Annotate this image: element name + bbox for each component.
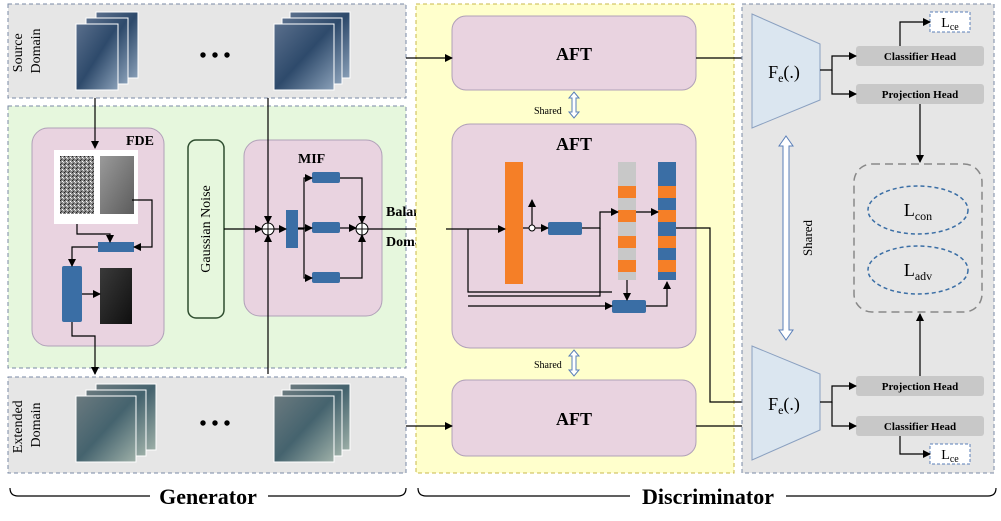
aft-mid-arrows bbox=[446, 199, 751, 406]
fde-arrows bbox=[68, 98, 153, 375]
aft-striped-column-gray bbox=[618, 162, 636, 280]
discriminator-label: Discriminator bbox=[642, 484, 774, 509]
classifier-head-top-label: Classifier Head bbox=[884, 51, 956, 63]
fde-small-block bbox=[98, 242, 134, 252]
source-image-stack-2 bbox=[273, 11, 351, 91]
source-domain-label: Source Domain bbox=[11, 28, 44, 73]
projection-head-bottom bbox=[856, 376, 984, 396]
extended-image-stack-2 bbox=[273, 383, 351, 463]
classifier-head-top bbox=[856, 46, 984, 66]
aft-bottom-blue-block bbox=[612, 300, 646, 313]
source-image-stack-1 bbox=[75, 11, 139, 91]
generator-label: Generator bbox=[159, 484, 257, 509]
extended-domain-label: Extended Domain bbox=[11, 397, 44, 453]
aft-mid-label: AFT bbox=[556, 134, 592, 154]
fde-label: FDE bbox=[126, 134, 154, 149]
lce-top-label: Lce bbox=[941, 16, 959, 33]
fe-top-encoder bbox=[751, 13, 821, 129]
aft-top-label: AFT bbox=[556, 44, 592, 64]
mif-branch-bottom bbox=[312, 272, 340, 283]
fde-dark-image bbox=[100, 268, 132, 324]
classifier-head-bottom bbox=[856, 416, 984, 436]
mif-label: MIF bbox=[298, 152, 325, 167]
projection-head-top bbox=[856, 84, 984, 104]
lcon-label: Lcon bbox=[904, 200, 932, 223]
fe-bottom-label: Fe(.) bbox=[768, 394, 800, 417]
fde-noise-image bbox=[60, 156, 94, 214]
aft-bottom-label: AFT bbox=[556, 409, 592, 429]
discriminator-input-arrows bbox=[406, 54, 751, 430]
shared-vertical-arrow bbox=[778, 135, 794, 341]
aft-orange-bar bbox=[505, 162, 523, 284]
extended-ellipsis: • • • bbox=[199, 413, 230, 435]
lce-bottom-label: Lce bbox=[941, 448, 959, 465]
fe-bottom-encoder bbox=[751, 345, 821, 461]
aft-mid-blue-block bbox=[548, 222, 582, 235]
ladv-label: Ladv bbox=[904, 260, 932, 283]
aft-top-block bbox=[451, 15, 697, 91]
aft-bottom-block bbox=[451, 379, 697, 457]
shared-bottom-arrow bbox=[567, 349, 581, 377]
shared-vertical-label: Shared bbox=[800, 219, 815, 256]
extended-image-stack-1 bbox=[75, 383, 157, 463]
shared-top-arrow bbox=[567, 91, 581, 119]
shared-bottom-label: Shared bbox=[534, 360, 562, 371]
projection-head-top-label: Projection Head bbox=[882, 89, 958, 101]
fde-gray-image bbox=[100, 156, 134, 214]
lcon-ellipse bbox=[867, 185, 969, 235]
heads-arrows bbox=[820, 18, 931, 458]
mif-branch-mid bbox=[312, 222, 340, 233]
projection-head-bottom-label: Projection Head bbox=[882, 381, 958, 393]
gaussian-noise-label: Gaussian Noise bbox=[199, 185, 214, 273]
fe-top-label: Fe(.) bbox=[768, 62, 800, 85]
mif-vertical-block bbox=[286, 210, 298, 248]
aft-striped-column-blue bbox=[658, 162, 676, 280]
shared-top-label: Shared bbox=[534, 106, 562, 117]
source-ellipsis: • • • bbox=[199, 45, 230, 67]
fde-tall-block bbox=[62, 266, 82, 322]
aft-junction bbox=[528, 224, 536, 232]
mif-branch-top bbox=[312, 172, 340, 183]
classifier-head-bottom-label: Classifier Head bbox=[884, 421, 956, 433]
ladv-ellipse bbox=[867, 245, 969, 295]
